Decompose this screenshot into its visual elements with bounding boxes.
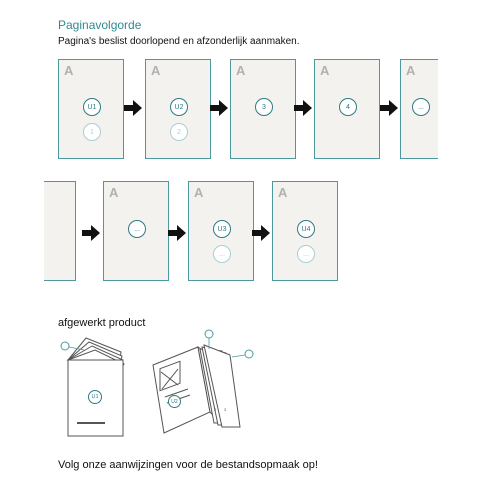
page-number-circle: 4	[339, 98, 357, 116]
page-number-circle: 3	[255, 98, 273, 116]
svg-text:2: 2	[214, 407, 217, 412]
page-thumbnail: A U1 1	[58, 59, 124, 159]
svg-text:3: 3	[224, 407, 227, 412]
page-number-circle: U3	[213, 220, 231, 238]
page-subtitle: Pagina's beslist doorlopend en afzonderl…	[58, 36, 300, 47]
page-number-circle: U2	[170, 98, 188, 116]
page-letter: A	[406, 63, 416, 78]
page-thumbnail: A U2 2	[145, 59, 211, 159]
cover-page-circle: U1	[88, 390, 102, 404]
arrow-right-icon	[210, 100, 228, 121]
inside-cover-circle: U2	[168, 395, 181, 408]
page-number-circle: ...	[128, 220, 146, 238]
arrow-right-icon	[294, 100, 312, 121]
page-letter: A	[278, 185, 288, 200]
sub-number-circle: ...	[213, 245, 231, 263]
closed-booklet-illustration: U1	[56, 332, 136, 447]
open-booklet-illustration: 2 3 U2	[148, 327, 260, 447]
page-letter: A	[151, 63, 161, 78]
page-letter: A	[64, 63, 74, 78]
sub-number-circle: ...	[297, 245, 315, 263]
section-heading: afgewerkt product	[58, 317, 146, 329]
page-letter: A	[194, 185, 204, 200]
page-thumbnail: A U3 ...	[188, 181, 254, 281]
sub-number-circle: 1	[83, 123, 101, 141]
page-number-circle: U1	[83, 98, 101, 116]
arrow-right-icon	[82, 225, 100, 246]
arrow-right-icon	[168, 225, 186, 246]
footer-instruction: Volg onze aanwijzingen voor de bestandso…	[58, 459, 318, 471]
page-thumbnail: A 3	[230, 59, 296, 159]
page-number-circle: U4	[297, 220, 315, 238]
page-letter: A	[236, 63, 246, 78]
page-title: Paginavolgorde	[58, 18, 142, 32]
page-number-circle: ...	[412, 98, 430, 116]
page-letter: A	[320, 63, 330, 78]
page-thumbnail: A U4 ...	[272, 181, 338, 281]
page-letter: A	[109, 185, 119, 200]
page-thumbnail: A 4	[314, 59, 380, 159]
sub-number-circle: 2	[170, 123, 188, 141]
arrow-right-icon	[380, 100, 398, 121]
arrow-right-icon	[252, 225, 270, 246]
arrow-right-icon	[124, 100, 142, 121]
page-thumbnail-partial: A ...	[400, 59, 438, 159]
page-thumbnail-partial	[44, 181, 76, 281]
page-thumbnail: A ...	[103, 181, 169, 281]
